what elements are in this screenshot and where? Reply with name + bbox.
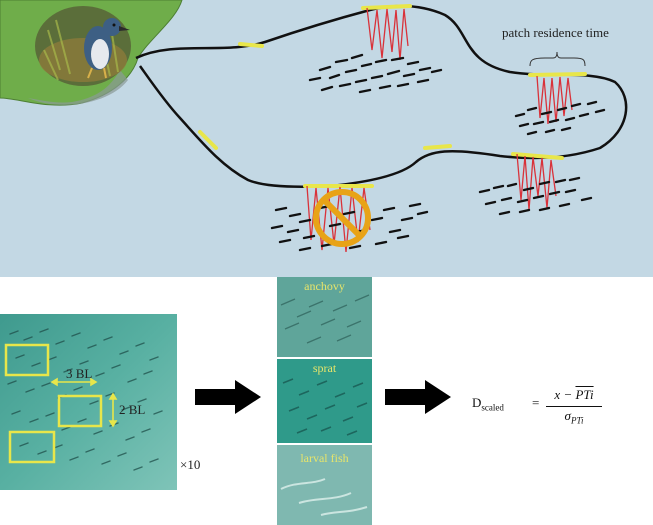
species-tile-sprat: sprat xyxy=(277,359,372,443)
prohibit-icon xyxy=(313,189,371,247)
formula-equals: = xyxy=(532,395,540,410)
formula-lhs-subscript: scaled xyxy=(481,402,504,413)
formula-minus: − xyxy=(563,387,573,402)
formula-lhs-symbol: D xyxy=(472,395,482,410)
formula-denominator: σPTi xyxy=(546,408,602,426)
species-label: sprat xyxy=(312,361,337,375)
foraging-track-panel: patch residence time xyxy=(0,0,653,277)
formula-sigma-subscript: PTi xyxy=(570,415,584,426)
spacing-3bl-label: 3 BL xyxy=(66,366,93,381)
formula-fraction-bar xyxy=(546,406,602,407)
penguin-photo xyxy=(35,6,131,86)
replicates-label: ×10 xyxy=(180,457,201,472)
species-tile-anchovy: anchovy xyxy=(277,277,372,357)
formula-lhs: Dscaled xyxy=(472,395,504,413)
arrow-right-icon xyxy=(195,380,261,414)
patch-residence-bracket xyxy=(529,51,586,67)
formula-numerator: x − PTi xyxy=(546,387,602,403)
spacing-arrows xyxy=(50,377,118,428)
species-tile-larval-fish: larval fish xyxy=(277,445,372,525)
arrow-right-icon xyxy=(385,380,451,414)
formula-mean: PTi xyxy=(575,387,594,402)
patch-residence-label: patch residence time xyxy=(502,25,609,40)
spacing-2bl-label: 2 BL xyxy=(119,402,146,417)
foraging-track-svg xyxy=(0,0,628,253)
dive-profiles xyxy=(306,7,573,253)
foraging-track xyxy=(135,4,628,188)
school-sampling-svg xyxy=(0,314,177,490)
school-sampling-image xyxy=(0,314,177,490)
sample-boxes xyxy=(4,343,103,464)
colony-shadow xyxy=(28,70,128,105)
species-label: larval fish xyxy=(300,451,349,465)
species-column: anchovy sprat larval fish xyxy=(277,277,372,525)
formula-x: x xyxy=(554,387,561,402)
fish-schools xyxy=(270,53,606,252)
formula-sigma: σ xyxy=(564,408,571,423)
species-label: anchovy xyxy=(304,279,345,293)
patch-markers xyxy=(198,4,587,188)
dscaled-formula: Dscaled = x − PTi σPTi xyxy=(472,387,602,437)
